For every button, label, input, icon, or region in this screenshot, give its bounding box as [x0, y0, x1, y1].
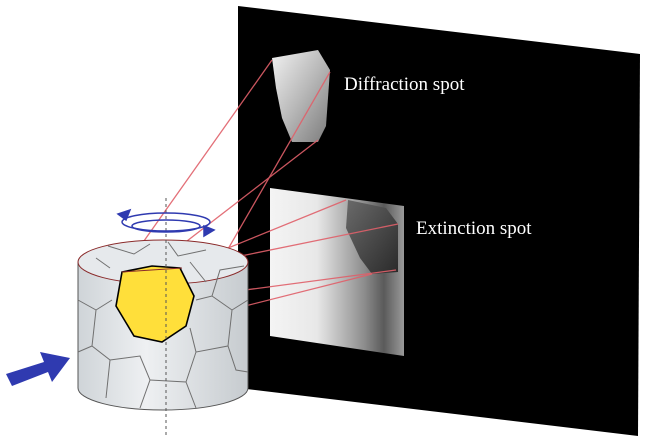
highlighted-grain [115, 265, 195, 343]
diffraction-spot [272, 50, 330, 142]
arrow-right-icon [6, 352, 70, 386]
rotation-icon [116, 208, 216, 238]
diffraction-spot-label: Diffraction spot [344, 74, 465, 95]
grain-boundaries [77, 241, 249, 409]
polycrystal-sample [77, 239, 249, 411]
ray-line [121, 59, 273, 273]
extinction-spot-label: Extinction spot [416, 218, 532, 239]
extinction-spot [346, 200, 398, 274]
